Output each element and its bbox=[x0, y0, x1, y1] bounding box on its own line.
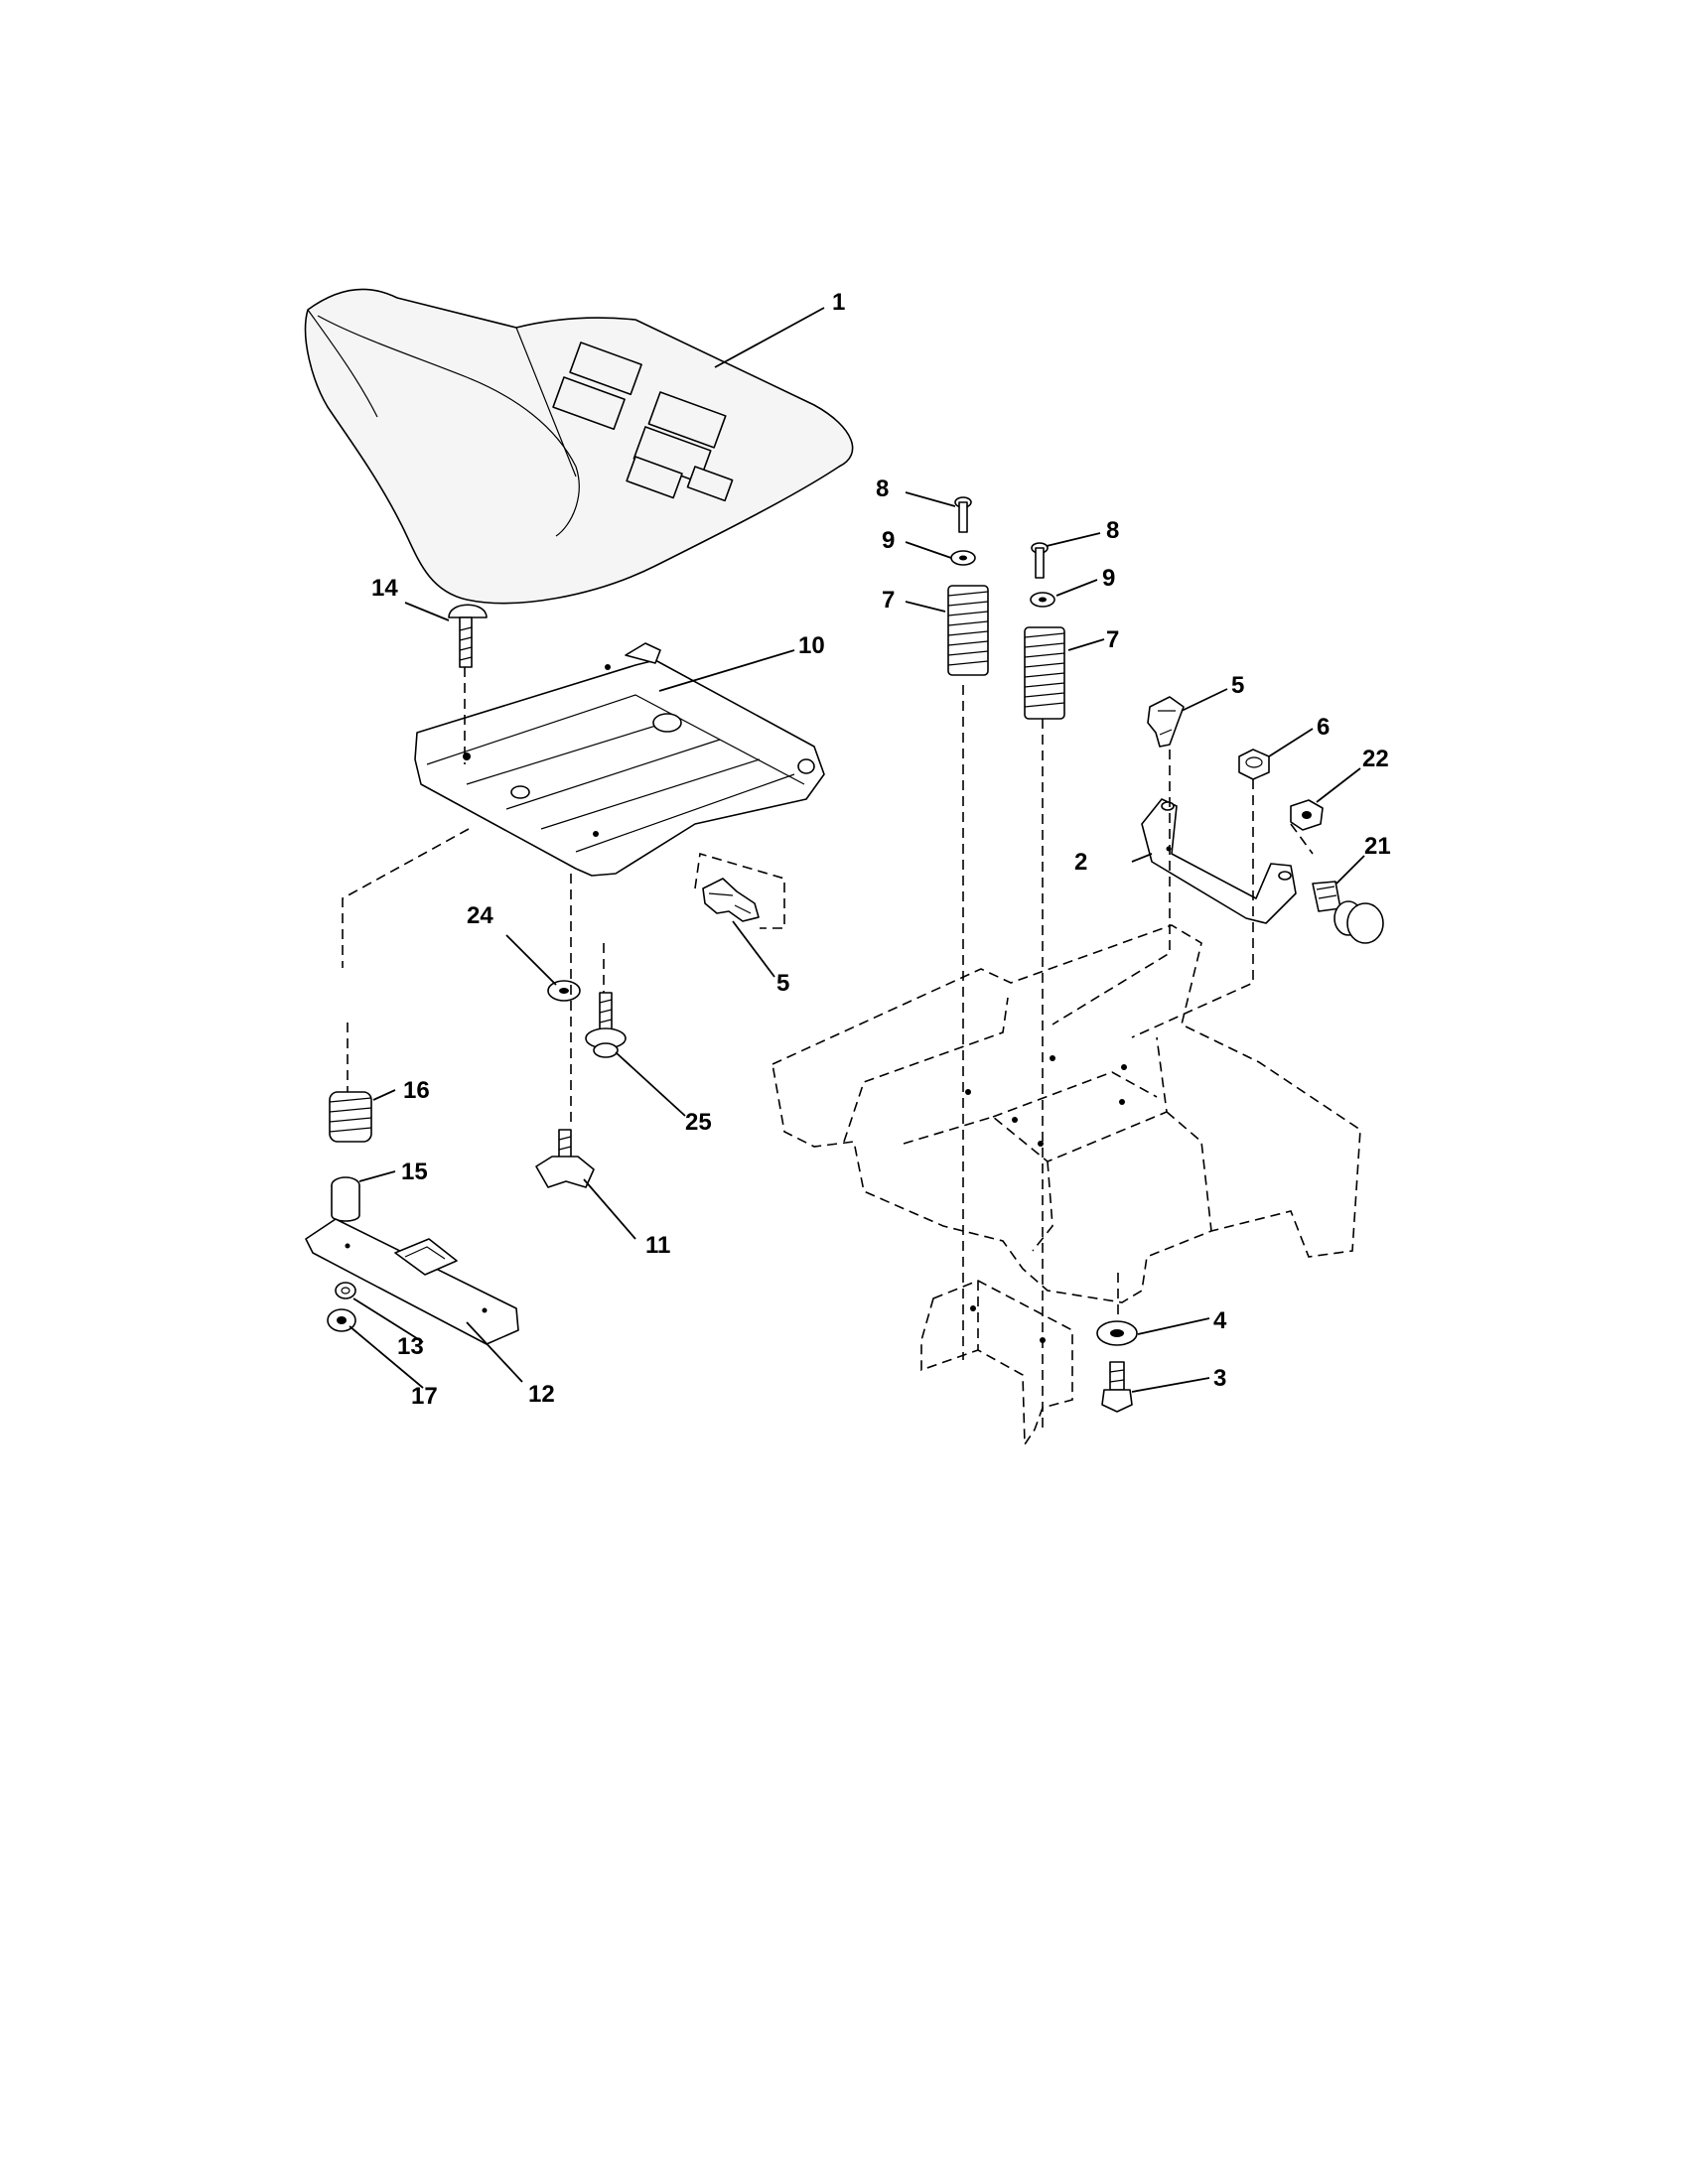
part-bracket bbox=[1141, 798, 1297, 924]
part-bolt-3 bbox=[1101, 1361, 1133, 1413]
callout-5-lower: 5 bbox=[776, 970, 789, 997]
callout-25: 25 bbox=[685, 1109, 712, 1136]
callout-labels: 1 2 3 4 5 5 6 7 7 8 8 9 9 10 11 12 13 14… bbox=[371, 289, 1391, 1410]
callout-24: 24 bbox=[467, 902, 493, 929]
callout-11: 11 bbox=[645, 1232, 670, 1259]
assembly-lines bbox=[342, 667, 1314, 1430]
callout-16: 16 bbox=[403, 1077, 430, 1104]
callout-17: 17 bbox=[411, 1383, 438, 1410]
leader-lines bbox=[349, 307, 1365, 1393]
part-washer-17 bbox=[327, 1308, 356, 1332]
callout-9-left: 9 bbox=[882, 527, 895, 554]
part-bolt-8-right bbox=[1031, 542, 1049, 579]
callout-9-right: 9 bbox=[1102, 565, 1115, 592]
part-nut-6 bbox=[1238, 749, 1270, 780]
callout-8-left: 8 bbox=[876, 476, 889, 502]
part-washer-4 bbox=[1096, 1320, 1138, 1346]
part-washer-9-left bbox=[950, 550, 976, 566]
part-nut-13 bbox=[335, 1282, 356, 1299]
callout-10: 10 bbox=[798, 632, 825, 659]
callout-12: 12 bbox=[528, 1381, 555, 1408]
part-spring-right bbox=[1024, 626, 1065, 720]
part-spring-16 bbox=[329, 1091, 372, 1143]
callout-3: 3 bbox=[1213, 1365, 1226, 1392]
callout-2: 2 bbox=[1074, 849, 1087, 876]
callout-4: 4 bbox=[1213, 1307, 1227, 1334]
part-carriage-bolt bbox=[448, 604, 488, 668]
part-washer-24 bbox=[547, 980, 581, 1002]
callout-6: 6 bbox=[1317, 714, 1330, 741]
callout-8-right: 8 bbox=[1106, 517, 1119, 544]
part-nut-22 bbox=[1290, 799, 1324, 831]
part-spring-left bbox=[947, 585, 989, 676]
callout-22: 22 bbox=[1362, 746, 1389, 772]
part-washer-9-right bbox=[1030, 592, 1055, 608]
part-seat-pan bbox=[414, 642, 825, 877]
callout-13: 13 bbox=[397, 1333, 424, 1360]
part-fender-outline bbox=[772, 924, 1361, 1303]
callout-21: 21 bbox=[1364, 833, 1391, 860]
callout-7-left: 7 bbox=[882, 587, 895, 614]
callout-14: 14 bbox=[371, 575, 398, 602]
part-clip-lower bbox=[702, 878, 760, 922]
callout-1: 1 bbox=[832, 289, 845, 316]
callout-15: 15 bbox=[401, 1159, 428, 1185]
part-slide-plate-12 bbox=[305, 1218, 519, 1345]
part-bolt-8-left bbox=[954, 496, 972, 533]
part-frame-bracket-outline bbox=[920, 1280, 1073, 1447]
part-bolt-25 bbox=[585, 992, 627, 1058]
part-clip-upper bbox=[1147, 696, 1185, 748]
part-shoulder-bolt bbox=[1312, 881, 1384, 944]
callout-7-right: 7 bbox=[1106, 626, 1119, 653]
part-spacer-15 bbox=[331, 1176, 360, 1222]
part-knob-11 bbox=[535, 1129, 595, 1188]
callout-5-upper: 5 bbox=[1231, 672, 1244, 699]
